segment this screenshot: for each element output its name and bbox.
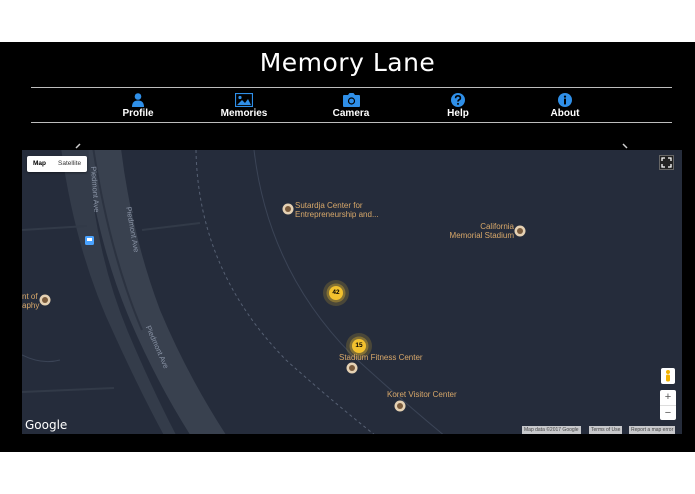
google-logo: Google [25, 418, 68, 432]
poi-sutardja-icon[interactable] [282, 203, 294, 215]
contour [22, 354, 61, 363]
map-data-attribution: Map data ©2017 Google [522, 426, 581, 434]
map-type-satellite-button[interactable]: Satellite [58, 160, 82, 167]
app-window: Memory Lane Profile Memories Camera [0, 42, 695, 452]
terms-of-use-link[interactable]: Terms of Use [589, 426, 623, 434]
nav-label-camera: Camera [332, 108, 370, 119]
image-icon [235, 93, 253, 107]
nav-item-about[interactable]: About [525, 92, 605, 119]
nav-label-profile: Profile [122, 108, 154, 119]
help-icon [451, 93, 465, 107]
nav-label-memories: Memories [220, 108, 268, 119]
piedmont-road-west [61, 150, 176, 434]
map-canvas [22, 150, 526, 434]
person-icon [132, 93, 144, 107]
piedmont-road-east [85, 150, 226, 434]
poi-koret-icon[interactable] [394, 400, 406, 412]
nav-item-profile[interactable]: Profile [98, 92, 178, 119]
footpath [195, 150, 375, 434]
map-type-control: Map Satellite [27, 156, 88, 172]
street-view-button[interactable] [661, 368, 675, 384]
map-type-map-button[interactable]: Map [33, 160, 46, 167]
side-street-2 [141, 222, 201, 231]
cluster-marker-42[interactable] [323, 280, 349, 306]
footpath-2 [253, 150, 444, 434]
poi-fitness-label[interactable]: Stadium Fitness Center [339, 353, 423, 362]
poi-stadium-label[interactable]: California Memorial Stadium [449, 222, 514, 240]
poi-fitness-icon[interactable] [346, 362, 358, 374]
map-view[interactable]: Piedmont Ave Piedmont Ave Piedmont Ave S… [22, 150, 682, 434]
fullscreen-button[interactable] [659, 155, 674, 170]
cluster-marker-15[interactable] [346, 333, 372, 359]
chevron-left-icon[interactable] [73, 143, 83, 153]
nav-label-help: Help [447, 108, 469, 119]
info-icon [558, 93, 572, 107]
zoom-control: + − [660, 390, 676, 420]
fullscreen-icon [661, 157, 672, 168]
poi-stadium-icon[interactable] [514, 225, 526, 237]
pegman-icon [666, 370, 670, 382]
app-title: Memory Lane [259, 48, 436, 77]
poi-koret-label[interactable]: Koret Visitor Center [387, 390, 457, 399]
poi-sutardja-label[interactable]: Sutardja Center for Entrepreneurship and… [295, 201, 379, 219]
poi-left-label[interactable]: nt of aphy [22, 292, 40, 310]
zoom-in-button[interactable]: + [664, 391, 672, 403]
chevron-right-icon[interactable] [620, 143, 630, 153]
transit-stop-icon[interactable] [85, 236, 94, 245]
side-street-3 [22, 387, 115, 393]
nav-bottom-divider [31, 122, 672, 123]
main-nav: Profile Memories Camera Help [0, 92, 695, 122]
zoom-out-button[interactable]: − [660, 405, 676, 420]
road-median [92, 150, 143, 331]
poi-left-icon[interactable] [39, 294, 51, 306]
nav-item-help[interactable]: Help [418, 92, 498, 119]
report-map-error-link[interactable]: Report a map error [629, 426, 676, 434]
side-street [22, 225, 88, 231]
nav-label-about: About [550, 108, 580, 119]
bottom-margin [0, 452, 695, 494]
nav-top-divider [31, 87, 672, 88]
nav-item-camera[interactable]: Camera [311, 92, 391, 119]
cluster-count: 15 [355, 342, 363, 349]
top-margin [0, 0, 695, 42]
nav-item-memories[interactable]: Memories [204, 92, 284, 119]
camera-icon [342, 93, 360, 107]
cluster-count: 42 [332, 289, 340, 296]
